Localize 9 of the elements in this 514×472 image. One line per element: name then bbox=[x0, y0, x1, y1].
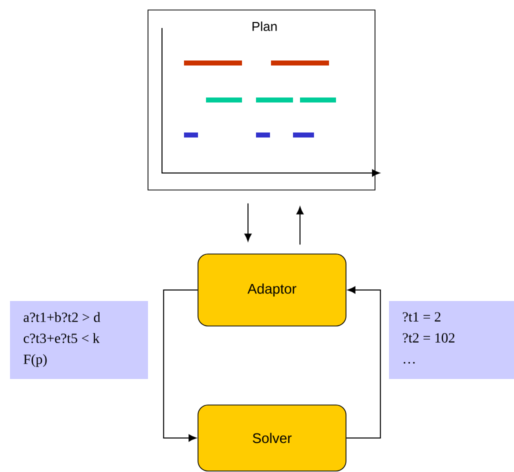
arrow bbox=[346, 286, 381, 438]
process-box: Solver bbox=[198, 404, 346, 472]
arrow bbox=[296, 206, 304, 246]
arrow bbox=[163, 290, 198, 442]
process-box: Adaptor bbox=[198, 254, 346, 326]
note-box: a?t1+b?t2 > d c?t3+e?t5 < k F(p) bbox=[10, 301, 148, 379]
plan-chart-box: Plan bbox=[148, 10, 376, 190]
note-box: ?t1 = 2 ?t2 = 102 … bbox=[389, 301, 514, 379]
arrow bbox=[244, 202, 252, 242]
